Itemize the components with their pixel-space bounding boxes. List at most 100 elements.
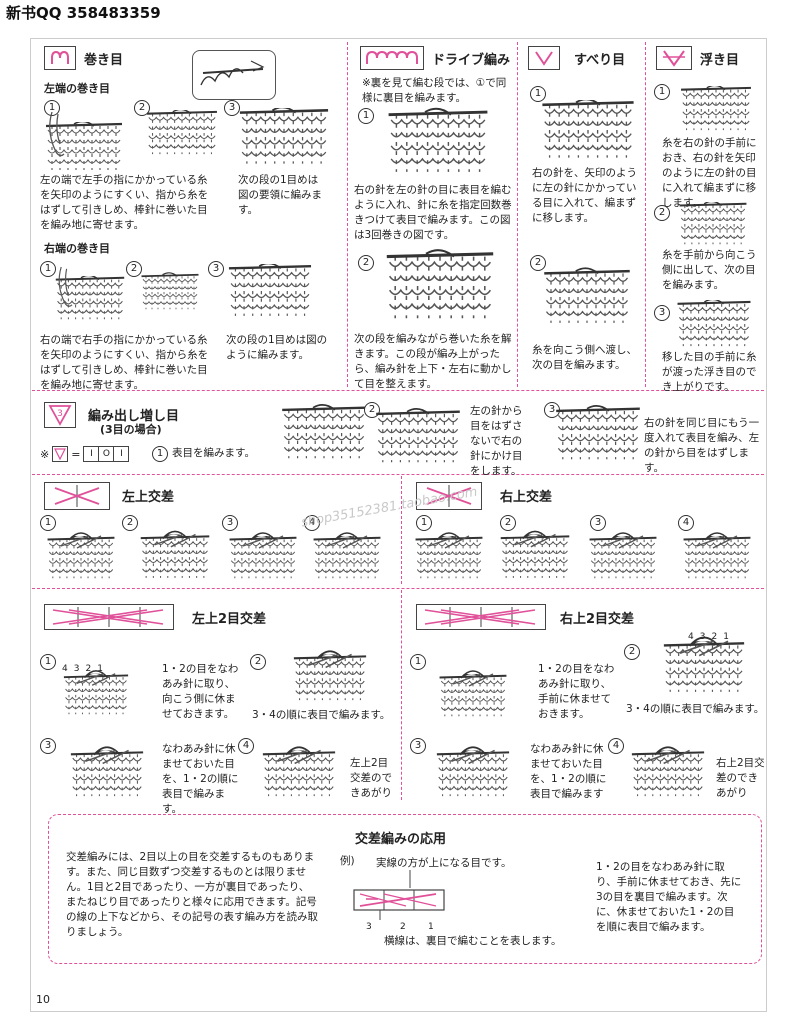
- makime-left-step1-text: 左の端で左手の指にかかっている糸を矢印のようにすくい、指から糸をはずして引きしめ…: [40, 174, 209, 231]
- drive-step2-illustration: [384, 248, 496, 324]
- divider-h3: [32, 588, 764, 589]
- cross-right-step3-illustration: [582, 530, 664, 580]
- step-number: 2: [624, 644, 640, 660]
- step-number: 3: [40, 738, 56, 754]
- stitch-number: 4: [688, 632, 700, 642]
- cross-right-title: 右上交差: [500, 490, 553, 505]
- application-box: [48, 814, 762, 964]
- makime-right-step3-text: 次の段の1目めは図のように編みます。: [226, 334, 328, 361]
- formula-prefix: ※: [40, 447, 50, 461]
- step-number: 3: [590, 515, 606, 531]
- cross2-left-stitch-numbers: 4321: [62, 664, 109, 674]
- application-title: 交差編みの応用: [355, 832, 447, 847]
- application-num-2: 2: [400, 922, 406, 932]
- formula-cell: I: [83, 446, 100, 462]
- divider-h1: [32, 390, 764, 391]
- stitch-number: 1: [723, 632, 735, 642]
- stitch-number: 3: [699, 632, 712, 642]
- makime-zoom-callout: [192, 50, 276, 100]
- application-cross-diagram: [353, 870, 445, 920]
- increase-step3-illustration: [554, 404, 642, 464]
- suberi-symbol-icon: [528, 46, 560, 70]
- makime-left-step1-illustration: [44, 112, 124, 172]
- makime-right-heading: 右端の巻き目: [44, 242, 110, 255]
- drive-symbol-icon: [360, 46, 424, 70]
- application-right-text: 1・2の目をなわあみ針に取り、手前に休ませておき、先に3の目を裏目で編みます。次…: [596, 861, 742, 933]
- cross2-right-step3-text: なわあみ針に休ませておいた目を、1・2の順に表目で編みます: [530, 743, 607, 800]
- cross2-left-step2-illustration: [270, 648, 390, 702]
- page-frame: [30, 38, 767, 1012]
- cross2-left-step4-text: 左上2目交差のできあがり: [350, 757, 392, 799]
- step-number: 3: [224, 100, 240, 116]
- cross-right-step4-illustration: [676, 530, 758, 580]
- divider-v5: [401, 590, 402, 800]
- stitch-number: 2: [711, 632, 724, 642]
- drive-note: ※裏を見て編む段では、①で同様に裏目を編みます。: [362, 77, 507, 104]
- step-number: 2: [134, 100, 150, 116]
- step-number: 2: [358, 255, 374, 271]
- increase-step3-text: 右の針を同じ目にもう一度入れて表目を編み、左の針から目をはずします。: [644, 417, 760, 474]
- step-number: 2: [654, 205, 670, 221]
- step-number: 1: [358, 108, 374, 124]
- step-number: 2: [122, 515, 138, 531]
- makime-left-step3-text: 次の段の1目めは図の要領に編みます。: [238, 174, 322, 216]
- stitch-number: 2: [85, 664, 98, 674]
- application-body: 交差編みには、2目以上の目を交差するものもあります。また、同じ目数ずつ交差するも…: [66, 851, 318, 938]
- cross2-right-step1-text: 1・2の目をなわあみ針に取り、手前に休ませておきます。: [538, 663, 615, 720]
- makime-left-heading: 左端の巻き目: [44, 82, 110, 95]
- increase-symbol-icon: 3: [44, 402, 76, 428]
- increase-step2-illustration: [374, 408, 462, 466]
- cross2-left-step2-text: 3・4の順に表目で編みます。: [252, 709, 391, 721]
- increase-step1-text: 表目を編みます。: [172, 447, 255, 459]
- cross-left-step1-illustration: [40, 530, 122, 580]
- step-number: 1: [40, 654, 56, 670]
- step-number: 1: [410, 654, 426, 670]
- drive-title: ドライブ編み: [432, 53, 511, 68]
- step-number: 3: [654, 305, 670, 321]
- step-number: 1: [40, 261, 56, 277]
- makime-right-step1-text: 右の端で右手の指にかかっている糸を矢印のようにすくい、指から糸をはずして引きしめ…: [40, 334, 209, 391]
- step-number: 1: [416, 515, 432, 531]
- suberi-title: すべり目: [574, 53, 626, 68]
- suberi-step1-illustration: [540, 100, 636, 160]
- uki-step3-text: 移した目の手前に糸が渡った浮き目のでき上がりです。: [662, 351, 757, 393]
- application-horizontal-note: 横線は、裏目で編むことを表します。: [384, 935, 562, 947]
- page-header-qq: 新书QQ 358483359: [6, 4, 161, 22]
- suberi-step2-text: 糸を向こう側へ渡し、次の目を編みます。: [532, 344, 637, 371]
- cross-right-step1-illustration: [408, 530, 490, 580]
- cross-left-step2-illustration: [134, 528, 216, 580]
- formula-equals: =: [71, 447, 81, 461]
- step-number: 4: [678, 515, 694, 531]
- makime-title: 巻き目: [84, 53, 124, 68]
- step-number: 2: [126, 261, 142, 277]
- formula-cell: O: [98, 446, 115, 462]
- step-number: 2: [500, 515, 516, 531]
- increase-step1-illustration: [280, 402, 368, 464]
- step-number: 1: [530, 86, 546, 102]
- makime-left-step3-illustration: [236, 108, 332, 166]
- divider-v4: [401, 476, 402, 584]
- cross-right-symbol-icon: [416, 482, 482, 510]
- makime-right-step3-illustration: [222, 264, 318, 318]
- step-number: 2: [364, 402, 380, 418]
- step-number: 4: [608, 738, 624, 754]
- step-number: 3: [208, 261, 224, 277]
- cross-left-step3-illustration: [222, 530, 304, 580]
- cross2-right-step1-illustration: [418, 668, 528, 718]
- suberi-step2-illustration: [542, 262, 632, 332]
- cross2-left-symbol-icon: [44, 604, 174, 630]
- divider-v3: [645, 42, 646, 387]
- cross-left-symbol-icon: [44, 482, 110, 510]
- cross-left-title: 左上交差: [122, 490, 175, 505]
- application-example-label: 例): [340, 855, 355, 867]
- step-number: 1: [654, 84, 670, 100]
- cross2-left-title: 左上2目交差: [192, 612, 267, 627]
- uki-step2-text: 糸を手前から向こう側に出して、次の目を編みます。: [662, 249, 757, 291]
- uki-step2-illustration: [672, 202, 754, 246]
- cross2-right-step4-text: 右上2目交差のできあがり: [716, 757, 765, 799]
- application-num-3: 3: [366, 922, 372, 932]
- makime-symbol-icon: [44, 46, 76, 70]
- uki-step3-illustration: [672, 300, 756, 348]
- cross2-left-step4-illustration: [250, 744, 348, 798]
- cross2-left-step1-illustration: [44, 668, 148, 716]
